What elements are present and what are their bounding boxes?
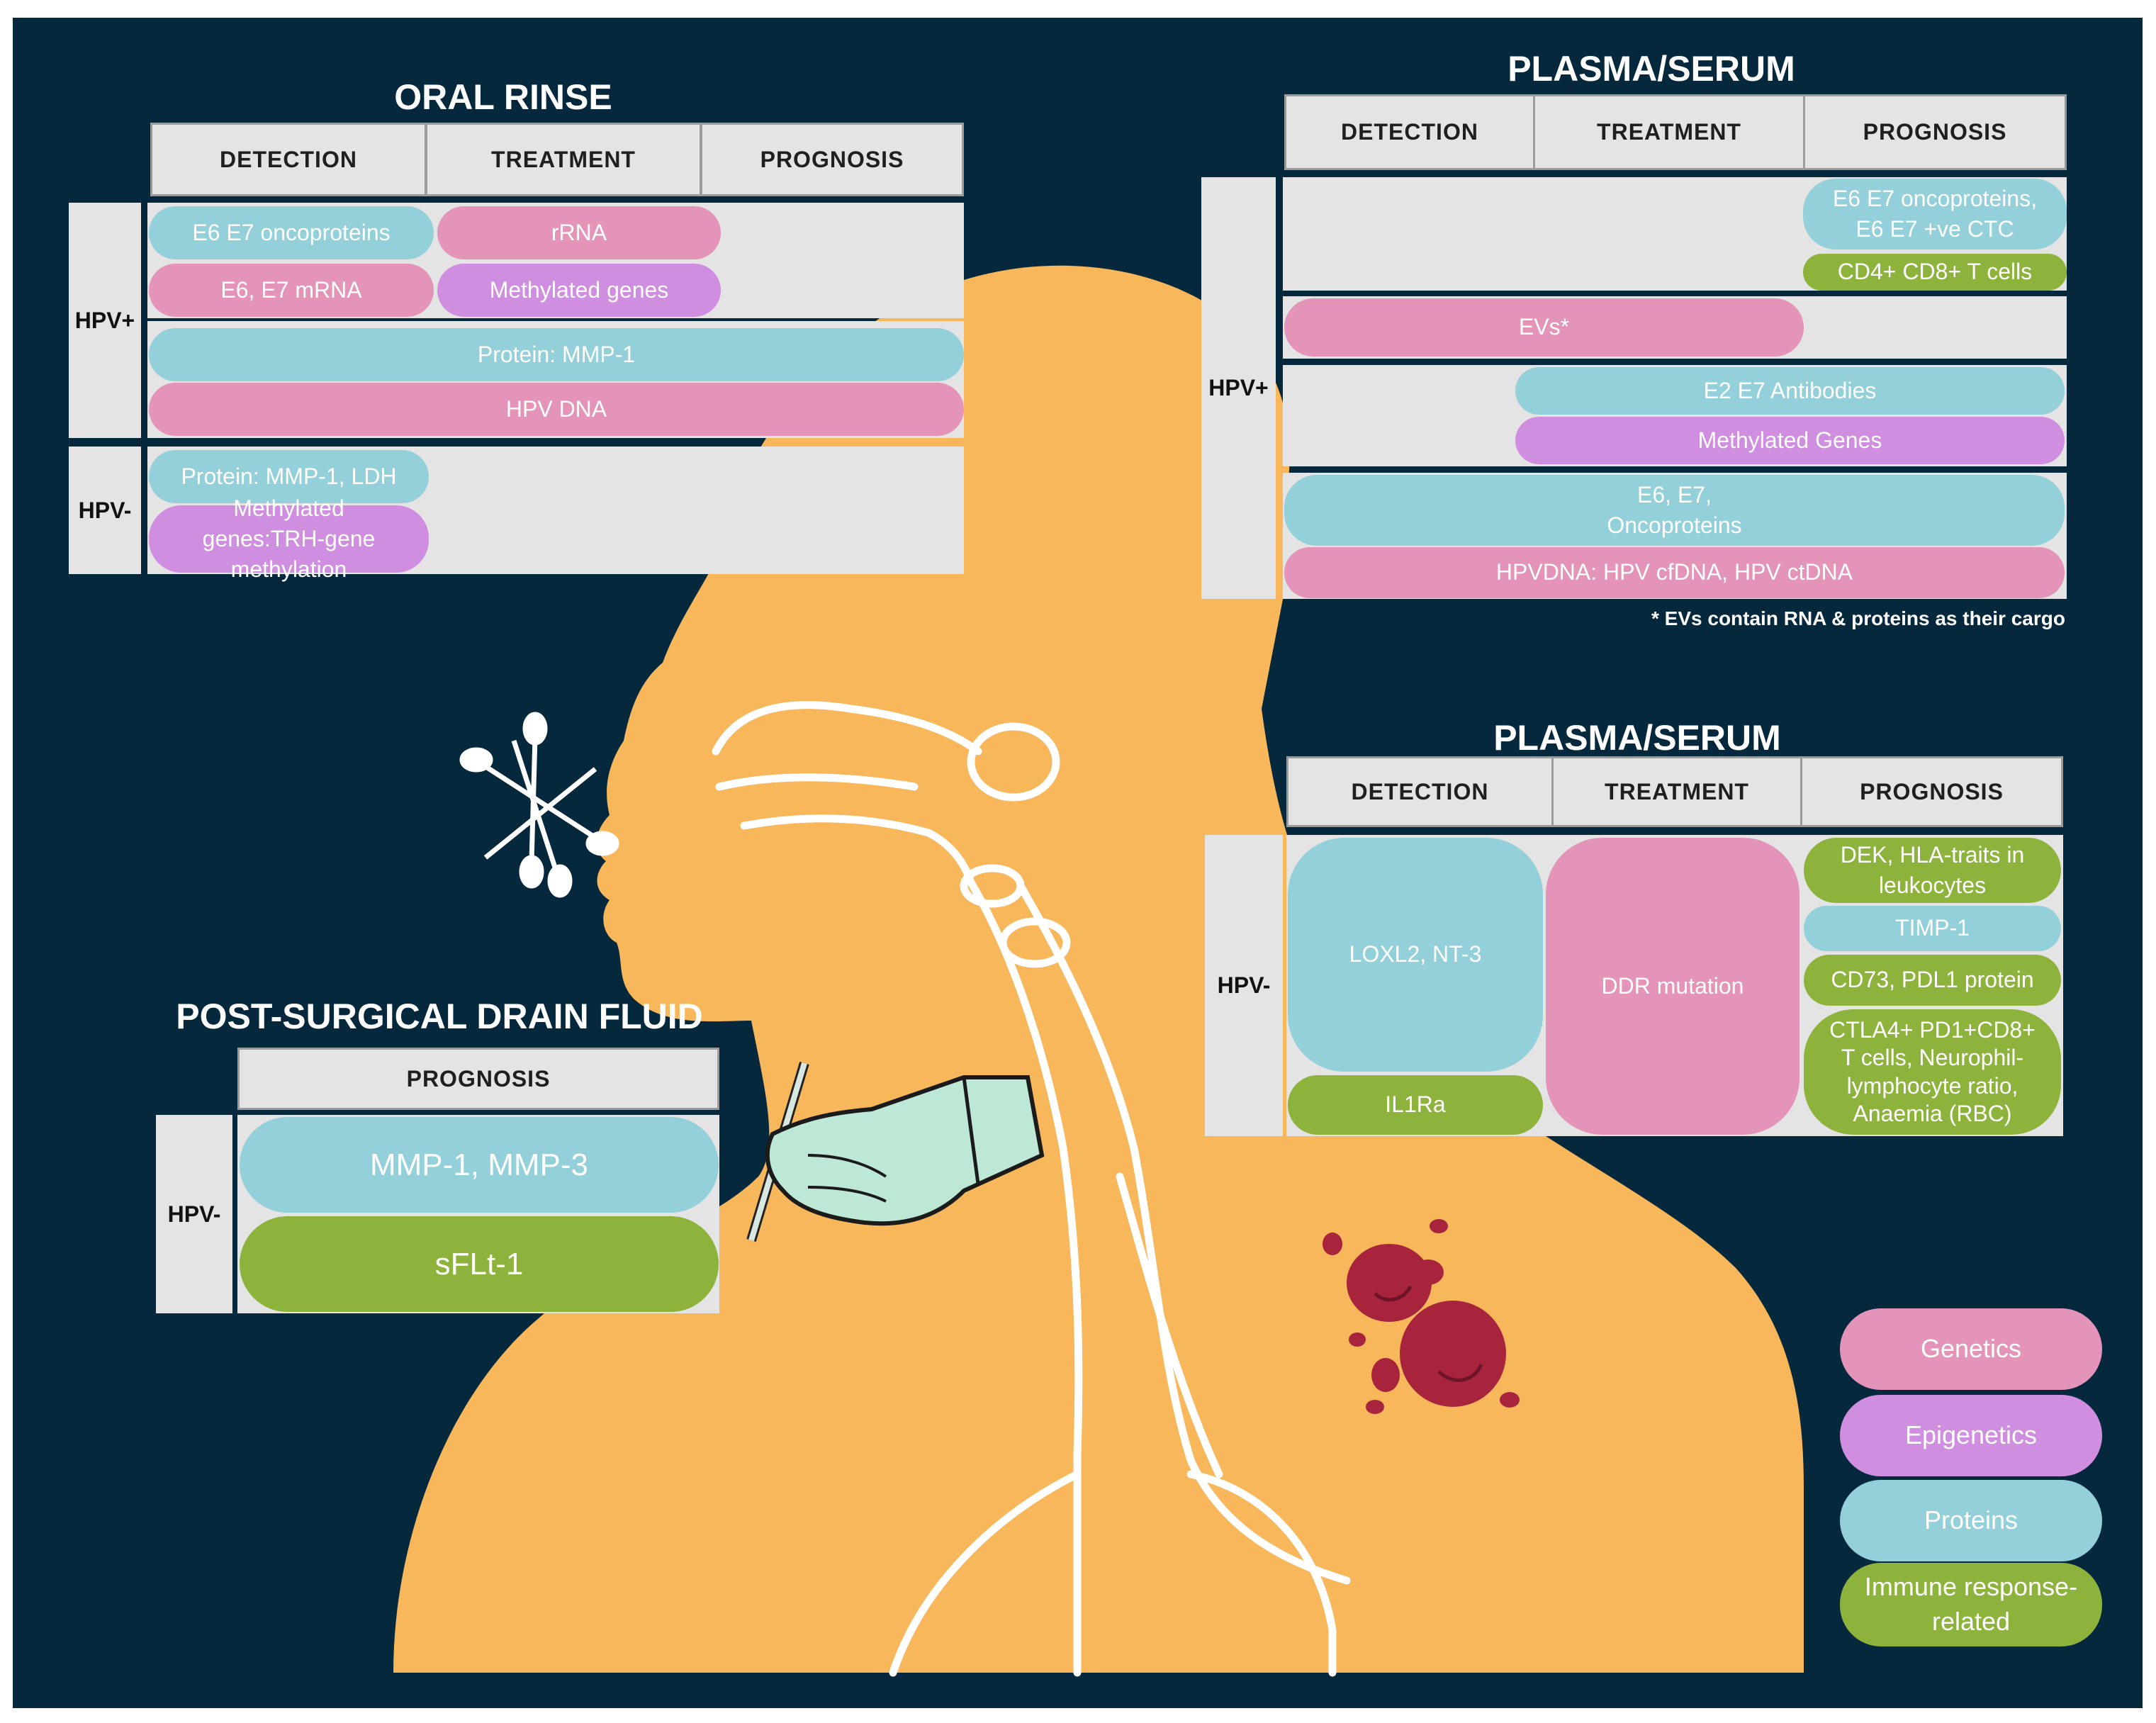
oral-rinse-protein-mmp1: Protein: MMP-1 (149, 328, 964, 381)
red-blood-cells-icon (1323, 1219, 1520, 1414)
drain-fluid-mmp: MMP-1, MMP-3 (240, 1117, 719, 1213)
plasma-bottom-loxl2: LOXL2, NT-3 (1288, 838, 1543, 1072)
oral-rinse-title: ORAL RINSE (394, 77, 612, 117)
plasma-top-header-detection: DETECTION (1284, 94, 1535, 170)
plasma-top-antibodies: E2 E7 Antibodies (1515, 367, 2065, 415)
oral-rinse-mrna: E6, E7 mRNA (149, 264, 434, 317)
plasma-top-hpv-pos-label: HPV+ (1201, 177, 1276, 599)
plasma-top-footnote: * EVs contain RNA & proteins as their ca… (1651, 607, 2065, 629)
plasma-bottom-title: PLASMA/SERUM (1493, 718, 1781, 758)
legend-immune-response: Immune response-related (1840, 1563, 2102, 1646)
legend-proteins: Proteins (1840, 1480, 2102, 1561)
plasma-top-oncoproteins-ctc: E6 E7 oncoproteins, E6 E7 +ve CTC (1803, 179, 2067, 249)
plasma-bottom-il1ra: IL1Ra (1288, 1075, 1543, 1135)
drain-fluid-title: POST-SURGICAL DRAIN FLUID (176, 997, 703, 1036)
drain-fluid-hpv-neg-label: HPV- (156, 1115, 232, 1313)
oral-rinse-e6e7-oncoproteins: E6 E7 oncoproteins (149, 206, 434, 259)
plasma-bottom-header-prognosis: PROGNOSIS (1800, 756, 2063, 827)
plasma-top-methylated-genes: Methylated Genes (1515, 417, 2065, 464)
plasma-bottom-header-treatment: TREATMENT (1551, 756, 1802, 827)
plasma-top-evs: EVs* (1284, 298, 1804, 357)
oral-rinse-neg-protein: Protein: MMP-1, LDH (149, 450, 429, 503)
plasma-top-hpvdna: HPVDNA: HPV cfDNA, HPV ctDNA (1284, 547, 2065, 598)
oral-rinse-rrna: rRNA (437, 206, 721, 259)
plasma-top-header-treatment: TREATMENT (1533, 94, 1805, 170)
oral-rinse-hpv-dna: HPV DNA (149, 383, 964, 436)
plasma-bottom-ddr: DDR mutation (1546, 838, 1800, 1135)
oral-rinse-hpv-neg-label: HPV- (69, 447, 141, 574)
plasma-bottom-ctla4: CTLA4+ PD1+CD8+ T cells, Neurophil-lymph… (1804, 1009, 2061, 1135)
plasma-top-header-prognosis: PROGNOSIS (1803, 94, 2067, 170)
swab-icon (459, 712, 619, 898)
oral-rinse-neg-methylated: Methylated genes:TRH-gene methylation (149, 495, 429, 582)
gloved-hand-scalpel-icon (746, 1061, 1045, 1242)
drain-fluid-header-prognosis: PROGNOSIS (237, 1048, 719, 1110)
plasma-top-cd4-cd8: CD4+ CD8+ T cells (1803, 254, 2067, 291)
plasma-top-e6e7-oncoproteins: E6, E7, Oncoproteins (1284, 475, 2065, 546)
plasma-bottom-hpv-neg-label: HPV- (1205, 835, 1283, 1136)
drain-fluid-sflt: sFLt-1 (240, 1216, 719, 1312)
plasma-bottom-header-detection: DETECTION (1286, 756, 1554, 827)
oral-rinse-header-prognosis: PROGNOSIS (700, 123, 964, 196)
oral-rinse-header-treatment: TREATMENT (425, 123, 702, 196)
plasma-bottom-timp1: TIMP-1 (1804, 906, 2061, 951)
legend-genetics: Genetics (1840, 1308, 2102, 1390)
oral-rinse-methylated-genes: Methylated genes (437, 264, 721, 317)
oral-rinse-hpv-pos-label: HPV+ (69, 203, 141, 438)
legend-epigenetics: Epigenetics (1840, 1395, 2102, 1476)
oral-rinse-header-detection: DETECTION (150, 123, 427, 196)
plasma-bottom-dek: DEK, HLA-traits in leukocytes (1804, 838, 2061, 903)
plasma-bottom-cd73: CD73, PDL1 protein (1804, 955, 2061, 1006)
plasma-top-title: PLASMA/SERUM (1507, 49, 1795, 89)
airway-outline (712, 701, 1351, 1677)
